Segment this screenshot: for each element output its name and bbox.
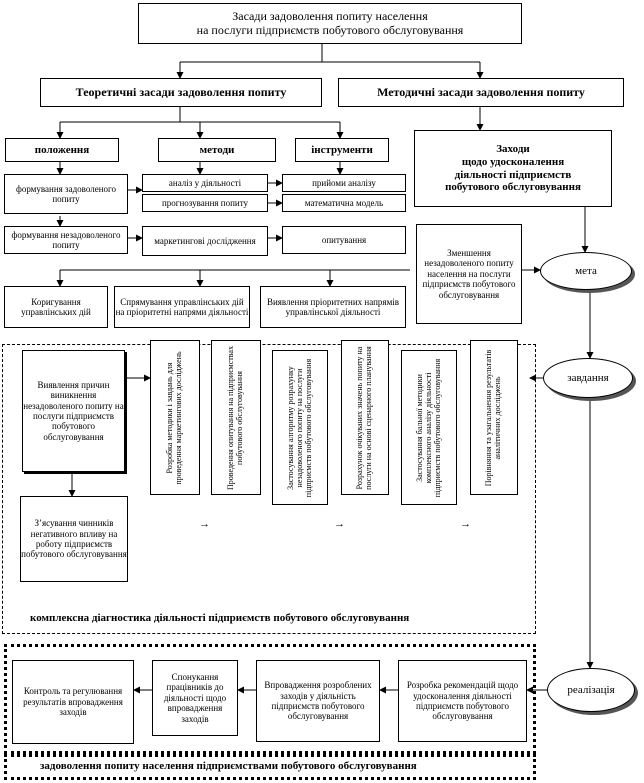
tasks-oval: завдання [543, 358, 633, 398]
header-polozhennia: положення [5, 138, 119, 162]
decrease-box: Зменшення незадоволеного попиту населенн… [416, 224, 522, 324]
diagnostics-label: комплексна діагностика діяльності підпри… [30, 612, 410, 624]
bottom-item-3: Впровадження розроблених заходів у діяль… [256, 660, 380, 742]
r3-item-2: Спрямування управлінських дій на пріорит… [114, 286, 250, 328]
measures-box: Заходи щодо удосконалення діяльності під… [414, 130, 612, 207]
bottom-item-4: Розробка рекомендацій щодо удосконалення… [398, 660, 527, 742]
goal-oval: мета [540, 252, 632, 290]
header-metody: методи [158, 138, 276, 162]
c3-item-3: опитування [282, 226, 406, 254]
vertical-item-4: Розрахунок очікуваних значень попиту на … [341, 340, 389, 495]
c3-item-2: математична модель [282, 194, 406, 212]
theory-box: Теоретичні засади задоволення попиту [40, 78, 322, 107]
c3-item-1: прийоми аналізу [282, 174, 406, 192]
diagnostics-frame [2, 344, 536, 634]
vertical-item-2: Проведення опитування на підприємствах п… [211, 340, 261, 495]
implementation-oval: реалізація [547, 668, 635, 712]
c2-item-1: аналіз у діяльності [142, 174, 268, 192]
row-arrow-2: → [334, 518, 345, 530]
vertical-item-1: Розробка методики і завдань для проведен… [150, 340, 200, 495]
r3-item-3: Виявлення пріоритетних напрямів управлін… [260, 286, 406, 328]
r3-item-1: Коригування управлінських дій [4, 286, 108, 328]
c2-item-2: прогнозування попиту [142, 194, 268, 212]
diagram-title: Засади задоволення попиту населення на п… [138, 3, 522, 44]
row-arrow-3: → [460, 518, 471, 530]
c1-item-2: формування незадоволеного попиту [4, 226, 128, 254]
implementation-frame [4, 644, 536, 754]
method-box: Методичні засади задоволення попиту [338, 78, 624, 107]
final-frame [4, 754, 536, 780]
header-instrumenty: інструменти [295, 138, 389, 162]
final-label: задоволення попиту населення підприємств… [40, 760, 417, 772]
bottom-item-2: Спонукання працівників до діяльності щод… [152, 660, 238, 736]
c2-item-3: маркетингові дослідження [142, 226, 268, 256]
c1-item-1: формування задоволеного попиту [4, 174, 128, 214]
left-item-1: Виявлення причин виникнення незадоволено… [22, 350, 125, 472]
bottom-item-1: Контроль та регулювання результатів впро… [12, 660, 134, 744]
vertical-item-5: Застосування бальної методики комплексно… [401, 350, 457, 505]
vertical-item-6: Порівняння та узагальнення результатів а… [470, 340, 518, 495]
row-arrow-1: → [199, 518, 210, 530]
vertical-item-3: Застосування алгоритму розрахунку незадо… [272, 350, 328, 505]
left-item-2: З’ясування чинників негативного впливу н… [20, 496, 128, 582]
